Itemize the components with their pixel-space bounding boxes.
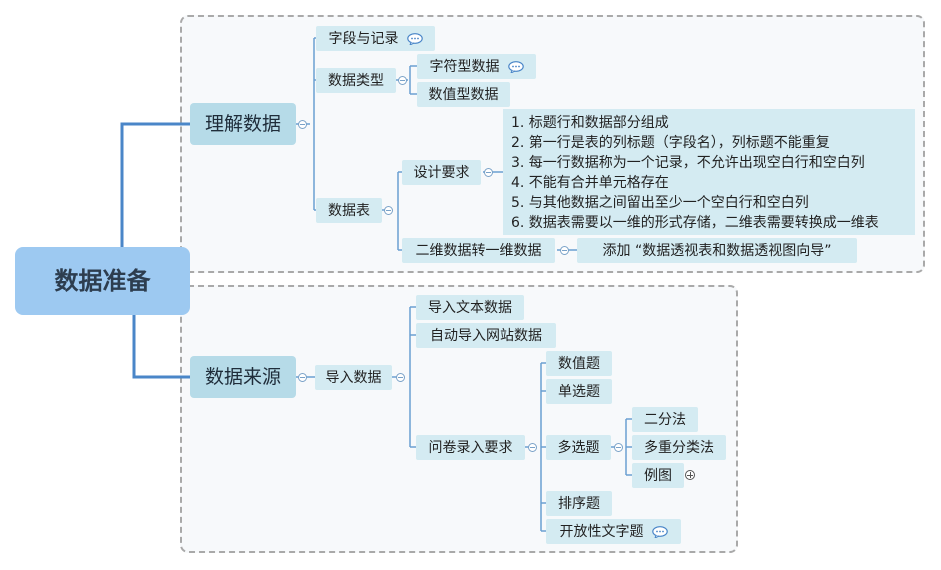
- topic-example-figure[interactable]: 例图: [632, 463, 684, 488]
- root-topic-label: 数据准备: [54, 267, 151, 295]
- topic-multiple-choice[interactable]: 多选题: [546, 435, 611, 460]
- collapse-toggle-data-types[interactable]: [398, 76, 407, 85]
- collapse-toggle-understand-data[interactable]: [298, 120, 307, 129]
- topic-add-pivot-wizard-label: 添加 “数据透视表和数据透视图向导”: [602, 242, 832, 259]
- collapse-toggle-data-source[interactable]: [298, 373, 307, 382]
- topic-open-text-question[interactable]: 开放性文字题: [546, 519, 681, 544]
- topic-numeric-question-label: 数值题: [558, 355, 600, 372]
- collapse-toggle-multiple-choice[interactable]: [614, 443, 623, 452]
- topic-multi-classification[interactable]: 多重分类法: [632, 435, 726, 460]
- topic-import-text-data-label: 导入文本数据: [428, 299, 512, 316]
- topic-import-data[interactable]: 导入数据: [315, 365, 392, 390]
- requirement-item: 2. 第一行是表的列标题（字段名），列标题不能重复: [511, 135, 830, 151]
- topic-import-data-label: 导入数据: [325, 369, 382, 386]
- topic-multiple-choice-label: 多选题: [557, 439, 600, 456]
- requirement-item: 5. 与其他数据之间留出至少一个空白行和空白列: [511, 195, 809, 211]
- topic-survey-entry-requirements-label: 问卷录入要求: [428, 439, 513, 456]
- topic-auto-import-web-data-label: 自动导入网站数据: [430, 327, 542, 344]
- topic-data-types[interactable]: 数据类型: [316, 68, 396, 93]
- expand-toggle-example-figure[interactable]: [685, 470, 695, 480]
- topic-fields-records-label: 字段与记录: [328, 30, 399, 47]
- comment-icon[interactable]: [406, 32, 423, 45]
- topic-numeric-data-label: 数值型数据: [428, 86, 499, 103]
- topic-single-choice-label: 单选题: [558, 383, 600, 400]
- topic-ranking-question[interactable]: 排序题: [546, 491, 612, 516]
- comment-icon[interactable]: [651, 525, 668, 538]
- topic-numeric-data[interactable]: 数值型数据: [417, 82, 510, 107]
- topic-data-source[interactable]: 数据来源: [190, 356, 296, 398]
- topic-dichotomy-label: 二分法: [644, 411, 686, 428]
- topic-design-requirements-label: 设计要求: [413, 164, 470, 181]
- topic-data-table-label: 数据表: [328, 202, 370, 219]
- requirement-item: 4. 不能有合并单元格存在: [511, 175, 669, 191]
- topic-understand-data-label: 理解数据: [204, 112, 281, 135]
- requirement-item: 1. 标题行和数据部分组成: [511, 115, 669, 131]
- collapse-toggle-survey-entry[interactable]: [528, 443, 537, 452]
- comment-icon[interactable]: [507, 60, 524, 73]
- topic-add-pivot-wizard[interactable]: 添加 “数据透视表和数据透视图向导”: [577, 238, 857, 263]
- topic-dichotomy[interactable]: 二分法: [632, 407, 698, 432]
- topic-auto-import-web-data[interactable]: 自动导入网站数据: [416, 323, 556, 348]
- topic-understand-data[interactable]: 理解数据: [190, 103, 296, 145]
- topic-single-choice[interactable]: 单选题: [546, 379, 612, 404]
- topic-2d-to-1d-label: 二维数据转一维数据: [415, 242, 542, 259]
- collapse-toggle-import-data[interactable]: [396, 373, 405, 382]
- topic-survey-entry-requirements[interactable]: 问卷录入要求: [416, 435, 525, 460]
- topic-multi-classification-label: 多重分类法: [644, 439, 714, 456]
- topic-example-figure-label: 例图: [644, 467, 672, 484]
- root-topic[interactable]: 数据准备: [15, 247, 190, 315]
- collapse-toggle-data-table[interactable]: [384, 206, 393, 215]
- topic-fields-records[interactable]: 字段与记录: [316, 26, 435, 51]
- topic-char-data[interactable]: 字符型数据: [417, 54, 536, 79]
- topic-data-table[interactable]: 数据表: [316, 198, 382, 223]
- requirement-item: 3. 每一行数据称为一个记录，不允许出现空白行和空白列: [511, 155, 865, 171]
- topic-design-requirements[interactable]: 设计要求: [402, 160, 481, 185]
- collapse-toggle-2d-to-1d[interactable]: [560, 246, 569, 255]
- collapse-toggle-design-requirements[interactable]: [484, 168, 493, 177]
- requirements-list[interactable]: 1. 标题行和数据部分组成 2. 第一行是表的列标题（字段名），列标题不能重复 …: [503, 109, 915, 235]
- topic-data-source-label: 数据来源: [204, 365, 281, 388]
- requirement-item: 6. 数据表需要以一维的形式存储，二维表需要转换成一维表: [511, 215, 879, 231]
- topic-import-text-data[interactable]: 导入文本数据: [416, 295, 524, 320]
- topic-open-text-question-label: 开放性文字题: [559, 523, 644, 540]
- topic-2d-to-1d[interactable]: 二维数据转一维数据: [402, 238, 555, 263]
- topic-char-data-label: 字符型数据: [429, 58, 500, 75]
- topic-data-types-label: 数据类型: [328, 72, 384, 89]
- topic-numeric-question[interactable]: 数值题: [546, 351, 612, 376]
- topic-ranking-question-label: 排序题: [558, 495, 600, 512]
